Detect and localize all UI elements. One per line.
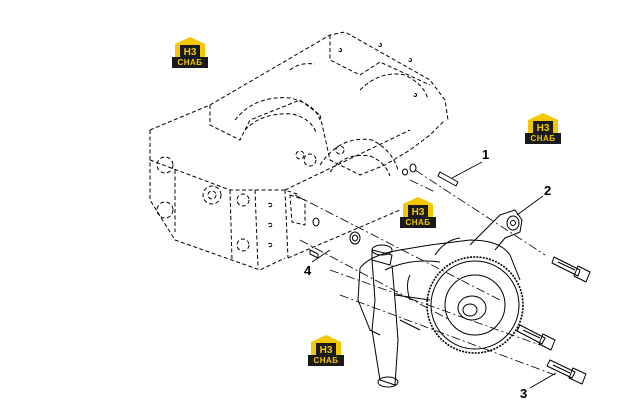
svg-text:H3: H3 bbox=[412, 207, 425, 218]
callout-1: 1 bbox=[482, 147, 490, 162]
alignment-lines bbox=[294, 169, 556, 376]
svg-text:H3: H3 bbox=[320, 345, 333, 356]
svg-text:H3: H3 bbox=[184, 47, 197, 58]
oil-pump-assembly bbox=[357, 209, 524, 388]
callout-2: 2 bbox=[544, 183, 552, 198]
bolt-middle bbox=[516, 324, 556, 351]
h3-snab-watermark-logo: H3 СНАБ bbox=[400, 196, 436, 229]
h3-snab-watermark-logo: H3 СНАБ bbox=[525, 112, 561, 145]
engine-block bbox=[149, 31, 449, 271]
leader-lines bbox=[311, 161, 557, 389]
bolt-lower bbox=[546, 359, 587, 385]
h3-snab-watermark-logo: H3 СНАБ bbox=[172, 36, 208, 69]
h3-snab-watermark-logo: H3 СНАБ bbox=[308, 334, 344, 367]
callout-4: 4 bbox=[304, 263, 312, 278]
callout-3: 3 bbox=[520, 386, 528, 401]
svg-text:H3: H3 bbox=[537, 123, 550, 134]
bolt-upper bbox=[551, 256, 591, 283]
o-rings-and-dowels bbox=[309, 163, 459, 259]
